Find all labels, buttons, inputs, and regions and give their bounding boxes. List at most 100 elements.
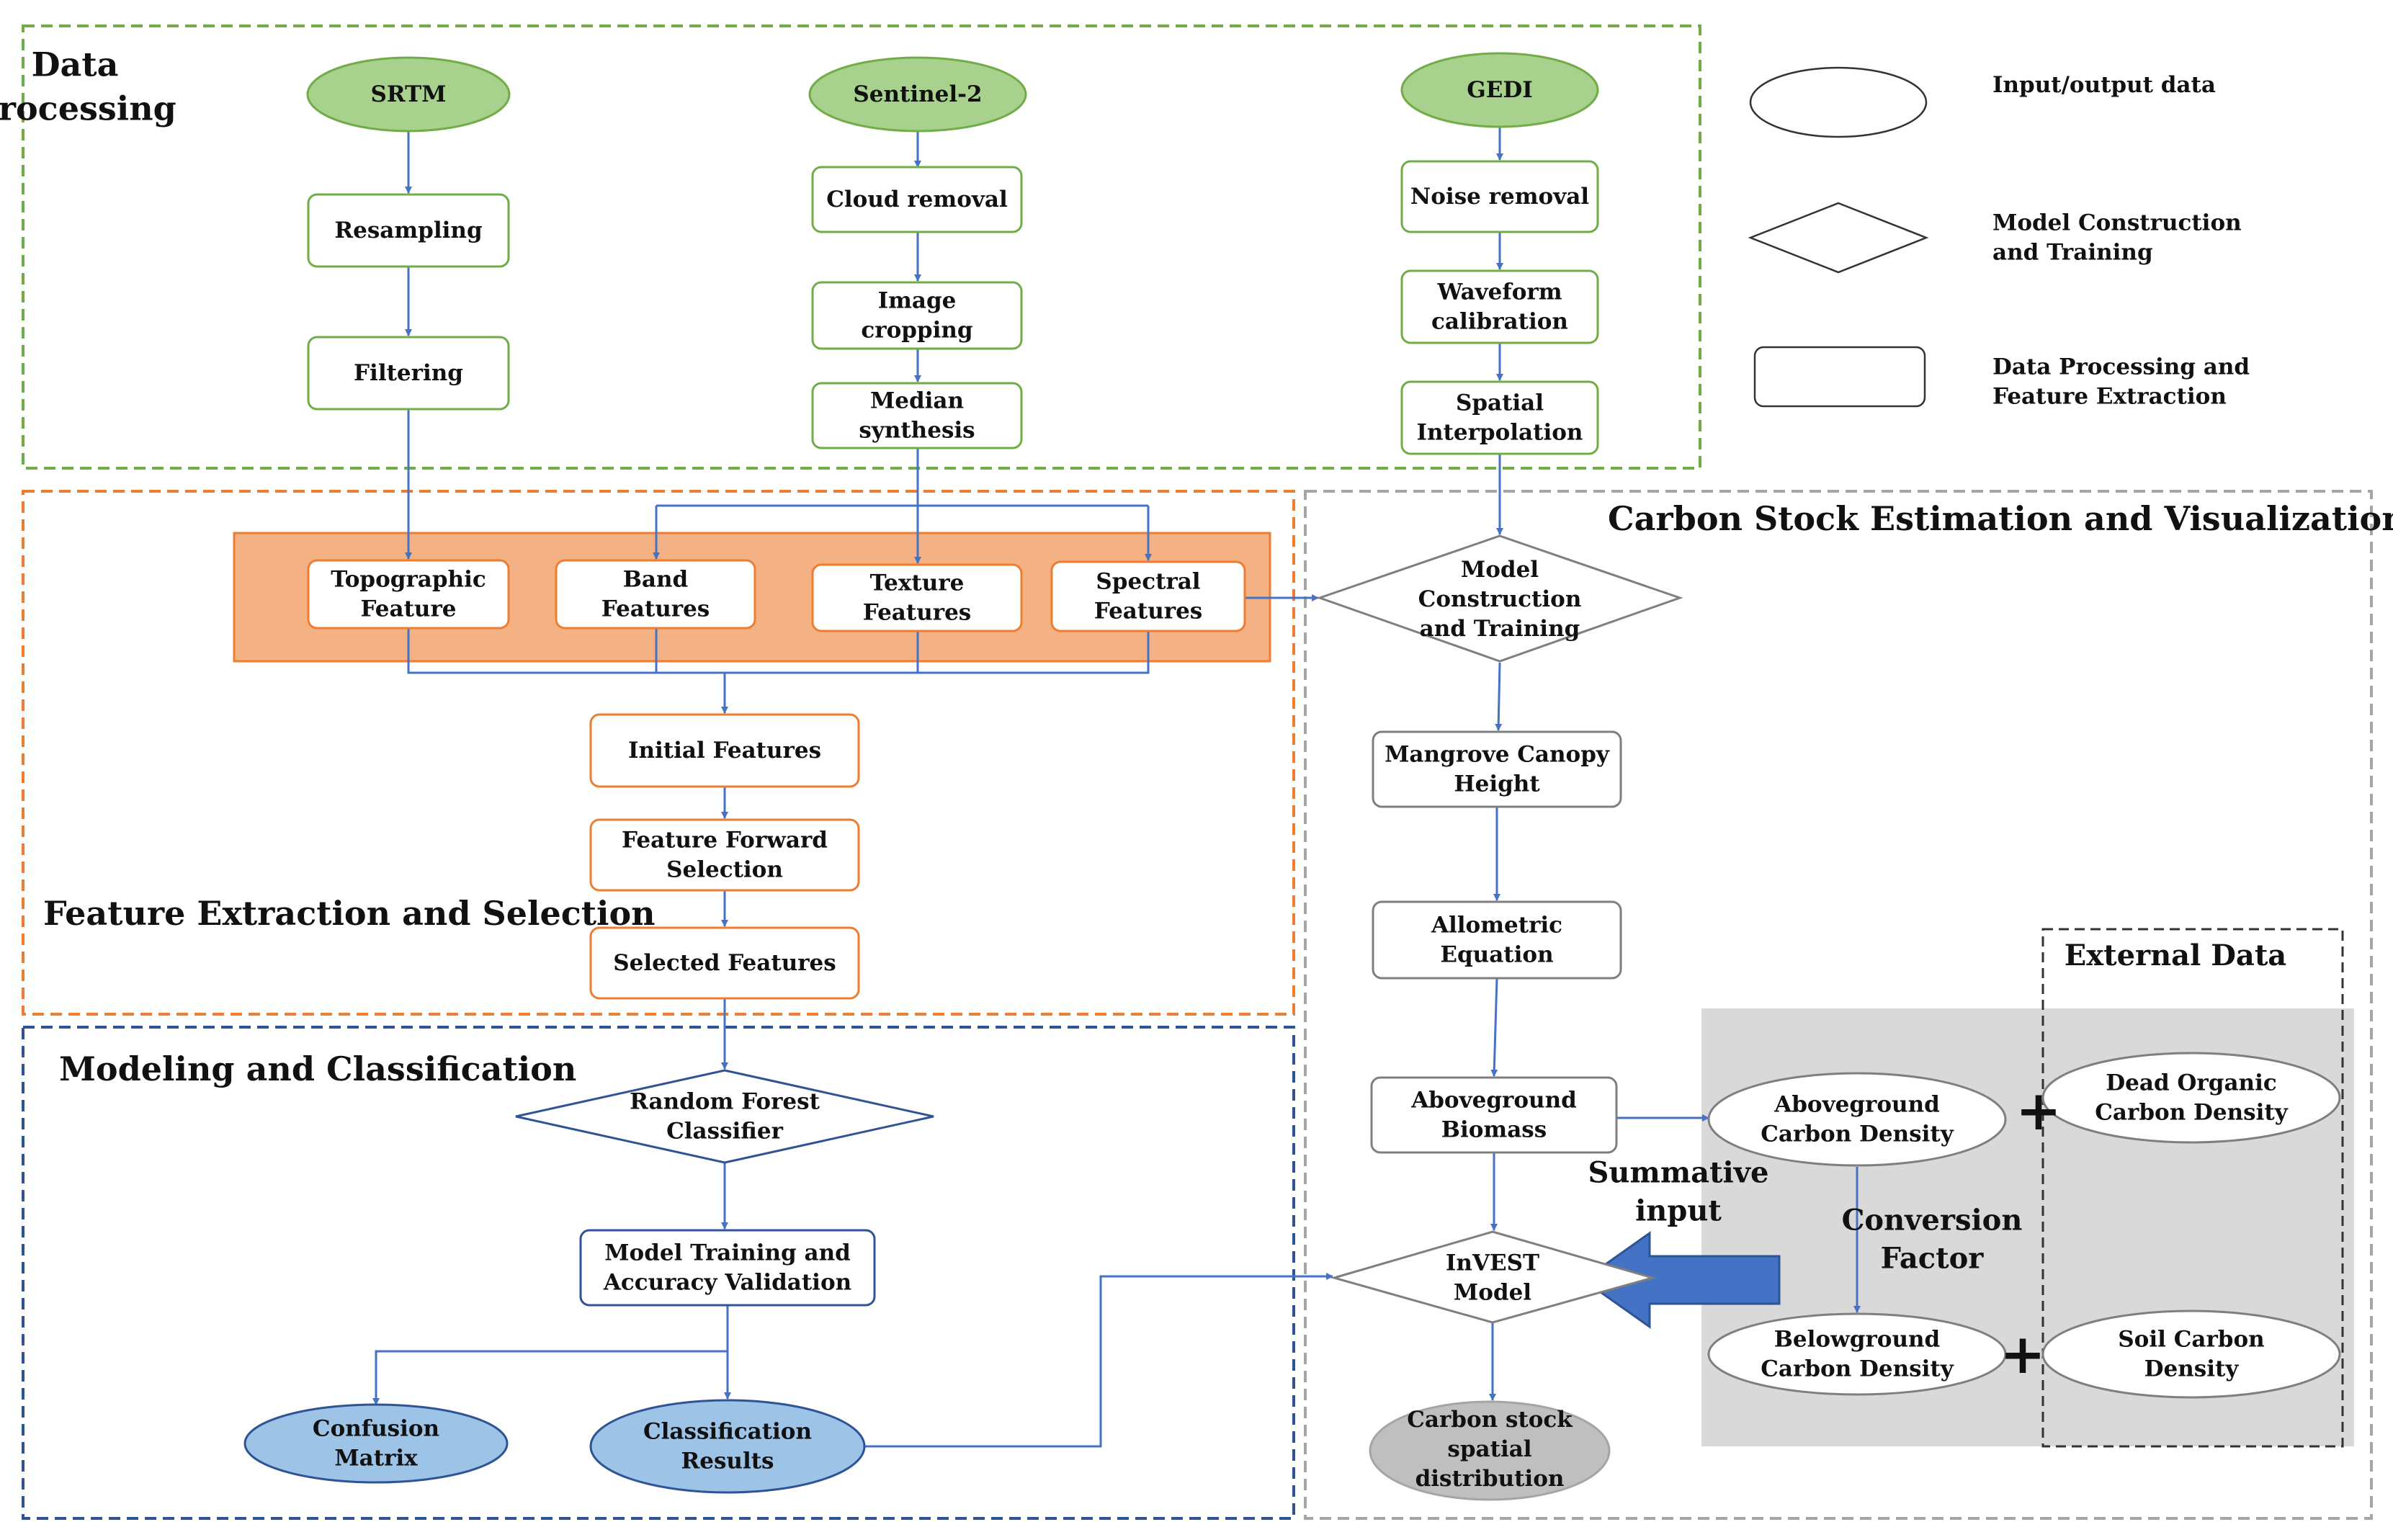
label-line: Model <box>1454 1280 1531 1306</box>
arrow-results-invest <box>864 1273 1333 1448</box>
svg-text:Resampling: Resampling <box>334 218 482 243</box>
label-line: distribution <box>1415 1466 1565 1492</box>
label-line: Carbon Density <box>1761 1356 1954 1382</box>
label-line: Conversion <box>1842 1203 2023 1237</box>
data-processing-section <box>22 24 1701 470</box>
label-line: Carbon Density <box>2095 1100 2288 1126</box>
label-line: Texture <box>870 570 965 596</box>
label-line: Feature Extraction <box>1992 384 2227 410</box>
label-line: Spatial <box>1456 390 1544 416</box>
srtm-node: SRTM <box>306 56 511 133</box>
waveform-calibration-box: Waveform calibration <box>1400 269 1599 344</box>
label-line: Processing <box>0 89 176 127</box>
label-line: SRTM <box>371 81 447 107</box>
label-line: Model <box>1461 557 1539 583</box>
label-line: Biomass <box>1441 1117 1547 1143</box>
svg-text:SRTM: SRTM <box>371 81 447 107</box>
label-line: Interpolation <box>1417 420 1583 446</box>
label-line: synthesis <box>859 418 975 444</box>
label-line: Confusion <box>313 1416 439 1442</box>
legend-diamond <box>1748 202 1929 274</box>
label-line: cropping <box>861 318 972 344</box>
label-line: Factor <box>1881 1241 1985 1275</box>
label-line: Mangrove Canopy <box>1385 742 1610 768</box>
external-data-section <box>2041 928 2344 1448</box>
label-line: InVEST <box>1446 1250 1539 1276</box>
sentinel-node: Sentinel-2 <box>808 56 1027 133</box>
cloud-removal-box: Cloud removal <box>811 166 1023 233</box>
label-line: Waveform <box>1436 279 1562 305</box>
label-line: Selection <box>666 857 783 883</box>
label-line: GEDI <box>1467 77 1533 103</box>
label-line: Median <box>870 388 964 414</box>
legend-io-text: Input/output data <box>1992 72 2216 98</box>
label-line: Construction <box>1418 586 1582 612</box>
svg-text:Noise removal: Noise removal <box>1410 184 1589 210</box>
label-line: Aboveground <box>1773 1092 1940 1118</box>
label-line: Soil Carbon <box>2118 1327 2264 1353</box>
invest-model-diamond: InVEST Model <box>1330 1230 1657 1324</box>
plus-sign-top: + <box>2016 1078 2062 1142</box>
initial-features-box: Initial Features <box>589 713 860 788</box>
label-line: Random Forest <box>630 1089 820 1115</box>
svg-text:Filtering: Filtering <box>354 360 463 386</box>
label-line: Feature <box>360 596 456 622</box>
svg-text:GEDI: GEDI <box>1467 77 1533 103</box>
label-line: Height <box>1454 771 1540 797</box>
label-line: calibration <box>1431 309 1568 335</box>
label-line: input <box>1635 1194 1722 1227</box>
label-line: Data <box>32 45 119 84</box>
label-line: Feature Forward <box>622 828 828 854</box>
noise-removal-box: Noise removal <box>1400 160 1599 233</box>
label-line: Classification <box>643 1419 812 1445</box>
svg-text:Sentinel-2: Sentinel-2 <box>853 81 982 107</box>
label-line: Selected Features <box>613 950 836 976</box>
label-line: Data Processing and <box>1992 354 2250 380</box>
label-line: Density <box>2144 1356 2240 1382</box>
label-line: Results <box>681 1449 774 1474</box>
selected-features-box: Selected Features <box>589 926 860 1000</box>
carbon-title: Carbon Stock Estimation and Visualizatio… <box>1608 499 2393 538</box>
label-line: Model Training and <box>604 1240 851 1266</box>
label-line: Model Construction <box>1992 210 2242 236</box>
features-merge-bus <box>407 628 1150 674</box>
label-line: spatial <box>1447 1436 1531 1462</box>
plus-sign-bottom: + <box>2000 1322 2046 1386</box>
label-line: Matrix <box>334 1446 418 1472</box>
label-line: Aboveground <box>1410 1088 1577 1114</box>
label-line: Band <box>623 567 689 593</box>
label-line: Features <box>863 600 972 626</box>
arrow-model-canopy <box>1495 662 1503 731</box>
summative-input-arrow <box>1581 1231 1781 1329</box>
label-line: Allometric <box>1431 913 1562 939</box>
label-line: Accuracy Validation <box>603 1270 851 1296</box>
